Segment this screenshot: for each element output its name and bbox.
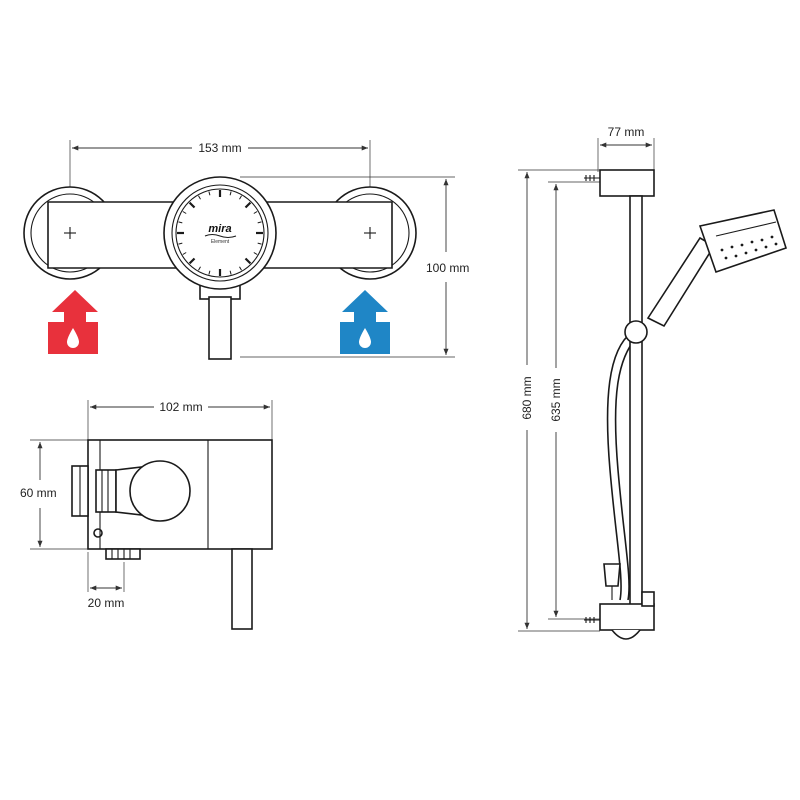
side-view: 102 mm 60 mm xyxy=(20,400,273,630)
outlet-pipe xyxy=(208,296,232,360)
bottom-bracket xyxy=(599,603,655,631)
dimension-kit-height: 680 mm xyxy=(518,169,600,632)
hose-outlet xyxy=(611,629,641,640)
dimension-valve-height: 100 mm xyxy=(240,176,469,358)
dial-tick xyxy=(188,257,196,265)
nozzle-dot xyxy=(760,238,764,242)
dimension-outlet-offset: 20 mm xyxy=(87,552,125,610)
label-kit-height: 680 mm xyxy=(520,376,534,419)
riser-rail xyxy=(629,195,643,607)
nozzle-dot xyxy=(720,248,724,252)
shower-hose xyxy=(606,331,633,601)
cold-water-drop-icon xyxy=(340,290,390,354)
dial-tick xyxy=(229,191,232,196)
top-wall-screw xyxy=(584,175,600,181)
hose-clip xyxy=(603,563,621,587)
dimension-valve-centres: 153 mm xyxy=(69,140,371,238)
side-lever xyxy=(231,548,253,630)
front-view: 153 mm 100 mm xyxy=(23,140,469,360)
nozzle-dot xyxy=(770,235,774,239)
control-dial: mira Element xyxy=(163,176,277,290)
dial-tick xyxy=(178,242,183,245)
nozzle-dot xyxy=(734,254,738,258)
label-outlet-offset: 20 mm xyxy=(88,596,125,610)
dial-tick xyxy=(244,257,252,265)
dimension-rail-projection: 77 mm xyxy=(597,125,655,172)
dimension-valve-depth: 102 mm xyxy=(87,400,273,440)
nozzle-dot xyxy=(754,248,758,252)
dial-tick xyxy=(253,252,258,255)
dial-tick xyxy=(178,221,183,224)
side-knob xyxy=(129,460,191,522)
dimension-rail-fixing-centres: 635 mm xyxy=(548,181,600,620)
nozzle-dot xyxy=(724,256,728,260)
handset-nozzles xyxy=(720,235,778,260)
label-valve-height: 100 mm xyxy=(426,261,469,275)
dial-tick xyxy=(239,195,242,200)
label-valve-centres: 153 mm xyxy=(198,141,241,155)
label-valve-projection: 60 mm xyxy=(20,486,57,500)
dial-scale xyxy=(177,190,263,276)
dial-tick xyxy=(198,266,201,271)
hot-water-drop-icon xyxy=(48,290,98,354)
bottom-wall-screw xyxy=(584,617,600,623)
dial-tick xyxy=(253,211,258,214)
dial-model: Element xyxy=(211,239,230,245)
shower-kit-view: 77 mm 680 mm 635 mm xyxy=(518,125,787,640)
dimension-valve-projection: 60 mm xyxy=(20,439,90,550)
nozzle-dot xyxy=(740,243,744,247)
dial-tick xyxy=(182,252,187,255)
nozzle-dot xyxy=(750,240,754,244)
slider-knob xyxy=(624,320,648,344)
dial-tick xyxy=(198,195,201,200)
dial-tick xyxy=(257,242,262,245)
dial-tick xyxy=(257,221,262,224)
label-valve-depth: 102 mm xyxy=(159,400,202,414)
side-outlet-thread xyxy=(105,548,141,560)
dial-tick xyxy=(208,191,211,196)
dial-tick xyxy=(244,201,252,209)
handset-head xyxy=(698,209,787,274)
nozzle-dot xyxy=(774,242,778,246)
dial-brand: mira xyxy=(208,223,231,235)
label-rail-fixing-centres: 635 mm xyxy=(549,378,563,421)
dial-tick xyxy=(182,211,187,214)
dial-tick xyxy=(208,270,211,275)
dial-tick xyxy=(239,266,242,271)
nozzle-dot xyxy=(764,245,768,249)
label-rail-projection: 77 mm xyxy=(608,125,645,139)
dial-tick xyxy=(188,201,196,209)
dial-tick xyxy=(229,270,232,275)
nozzle-dot xyxy=(730,245,734,249)
handset-handle xyxy=(646,236,716,328)
nozzle-dot xyxy=(744,251,748,255)
top-bracket xyxy=(599,169,655,197)
